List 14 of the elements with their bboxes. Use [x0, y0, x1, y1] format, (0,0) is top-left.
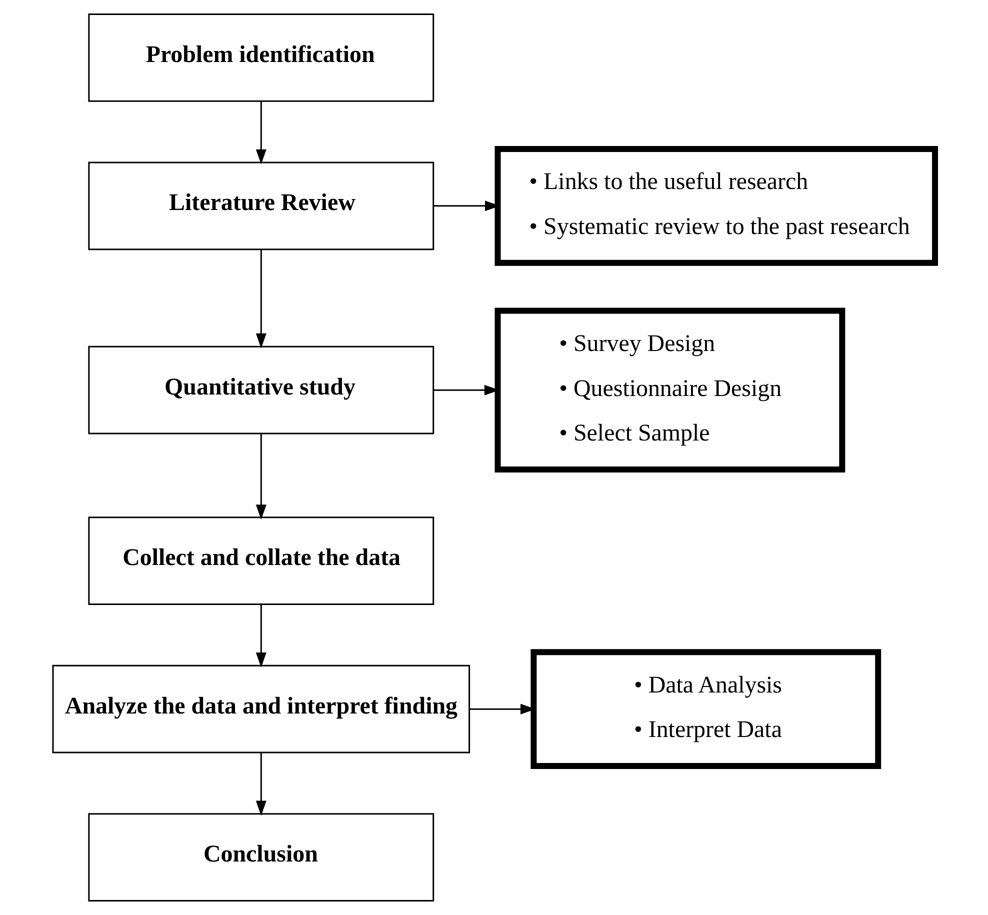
- node-box: • Links to the useful research • Systematic review to the past research: [494, 146, 938, 266]
- arrow: [256, 101, 266, 164]
- node-box: • Survey Design • Questionnaire Design • Select Sample: [494, 308, 846, 472]
- arrow: [256, 604, 266, 668]
- node-box: Analyze the data and interpret finding: [52, 664, 470, 754]
- node-box: Quantitative study: [88, 346, 434, 434]
- node-box: Collect and collate the data: [88, 516, 434, 605]
- node-box: Literature Review: [88, 162, 434, 250]
- arrow: [256, 434, 266, 520]
- node-box: Conclusion: [88, 813, 434, 902]
- node-box: • Data Analysis • Interpret Data: [530, 649, 882, 769]
- node-box: Problem identification: [88, 14, 434, 102]
- arrow: [256, 752, 266, 816]
- arrow: [256, 250, 266, 348]
